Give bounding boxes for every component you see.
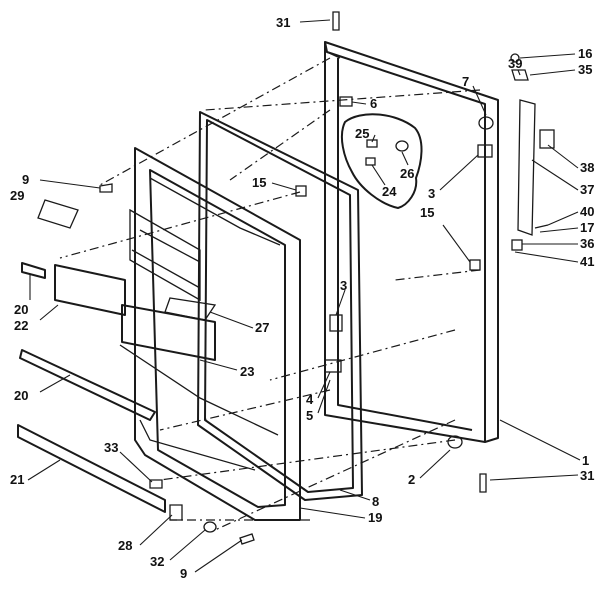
part-16-screw bbox=[510, 53, 520, 63]
part-32-washer bbox=[203, 521, 217, 533]
part-4-hinge-bottom bbox=[324, 359, 342, 373]
callout-31-bottom: 31 bbox=[580, 468, 594, 483]
callout-39: 39 bbox=[508, 56, 522, 71]
callout-29: 29 bbox=[10, 188, 24, 203]
callout-9-top: 9 bbox=[22, 172, 29, 187]
shelf-22 bbox=[54, 264, 126, 316]
callout-20-top: 20 bbox=[14, 302, 28, 317]
shelf-23 bbox=[121, 304, 216, 361]
part-9-screw-b bbox=[239, 533, 255, 545]
assembly-alignment-lines bbox=[59, 57, 481, 531]
part-3-hinge-mid bbox=[329, 314, 343, 332]
callout-37: 37 bbox=[580, 182, 594, 197]
callout-36: 36 bbox=[580, 236, 594, 251]
part-37-handle bbox=[517, 99, 536, 236]
callout-20-bottom: 20 bbox=[14, 388, 28, 403]
part-28-bracket bbox=[169, 504, 183, 521]
callout-19: 19 bbox=[368, 510, 382, 525]
part-31-screw-a bbox=[332, 11, 340, 31]
callout-4: 4 bbox=[306, 392, 314, 407]
callout-15-left: 15 bbox=[252, 175, 266, 190]
callout-23: 23 bbox=[240, 364, 254, 379]
door-shelves bbox=[17, 262, 216, 513]
callout-2: 2 bbox=[408, 472, 415, 487]
part-7-bushing bbox=[478, 116, 494, 130]
part-25-clip bbox=[366, 139, 378, 148]
part-29-cover bbox=[37, 199, 79, 229]
door-liner bbox=[119, 147, 301, 521]
callout-15-right: 15 bbox=[420, 205, 434, 220]
part-2-washer bbox=[447, 435, 463, 449]
callout-41: 41 bbox=[580, 254, 594, 269]
callout-3-top: 3 bbox=[428, 186, 435, 201]
callout-1: 1 bbox=[582, 453, 589, 468]
part-9-screw-a bbox=[99, 183, 113, 193]
callout-labels: 31 16 39 35 7 6 25 26 24 3 15 38 37 40 1… bbox=[10, 15, 594, 581]
callout-leader-lines bbox=[27, 19, 581, 573]
part-38-trim bbox=[539, 129, 555, 149]
callout-9-bottom: 9 bbox=[180, 566, 187, 581]
part-15-stop bbox=[295, 185, 307, 197]
part-36-spacer bbox=[511, 239, 523, 251]
callout-35: 35 bbox=[578, 62, 592, 77]
callout-26: 26 bbox=[400, 166, 414, 181]
callout-28: 28 bbox=[118, 538, 132, 553]
part-35-bracket bbox=[511, 69, 529, 81]
part-24-clip bbox=[365, 157, 376, 166]
callout-16: 16 bbox=[578, 46, 592, 61]
part-6-cap bbox=[339, 96, 353, 107]
part-3-hinge-top bbox=[477, 144, 493, 158]
part-33-screw bbox=[149, 479, 163, 489]
callout-24: 24 bbox=[382, 184, 397, 199]
door-gasket bbox=[197, 111, 363, 501]
insulation-patch bbox=[341, 113, 423, 209]
callout-25: 25 bbox=[355, 126, 369, 141]
hinge-hardware bbox=[37, 11, 555, 545]
callout-6: 6 bbox=[370, 96, 377, 111]
part-26-plug bbox=[395, 140, 409, 152]
callout-5: 5 bbox=[306, 408, 313, 423]
rail-20a bbox=[21, 262, 46, 279]
part-31-screw-b bbox=[479, 473, 487, 493]
callout-17: 17 bbox=[580, 220, 594, 235]
callout-33: 33 bbox=[104, 440, 118, 455]
callout-7: 7 bbox=[462, 74, 469, 89]
callout-8: 8 bbox=[372, 494, 379, 509]
part-40-pin bbox=[534, 224, 549, 229]
callout-3-mid: 3 bbox=[340, 278, 347, 293]
callout-31-top: 31 bbox=[276, 15, 290, 30]
part-15-stop-b bbox=[469, 259, 481, 271]
callout-27: 27 bbox=[255, 320, 269, 335]
callout-32: 32 bbox=[150, 554, 164, 569]
callout-40: 40 bbox=[580, 204, 594, 219]
outer-door-panel bbox=[324, 41, 499, 443]
callout-22: 22 bbox=[14, 318, 28, 333]
callout-21: 21 bbox=[10, 472, 24, 487]
rail-20b bbox=[19, 349, 156, 421]
shelf-21 bbox=[17, 424, 166, 513]
callout-38: 38 bbox=[580, 160, 594, 175]
